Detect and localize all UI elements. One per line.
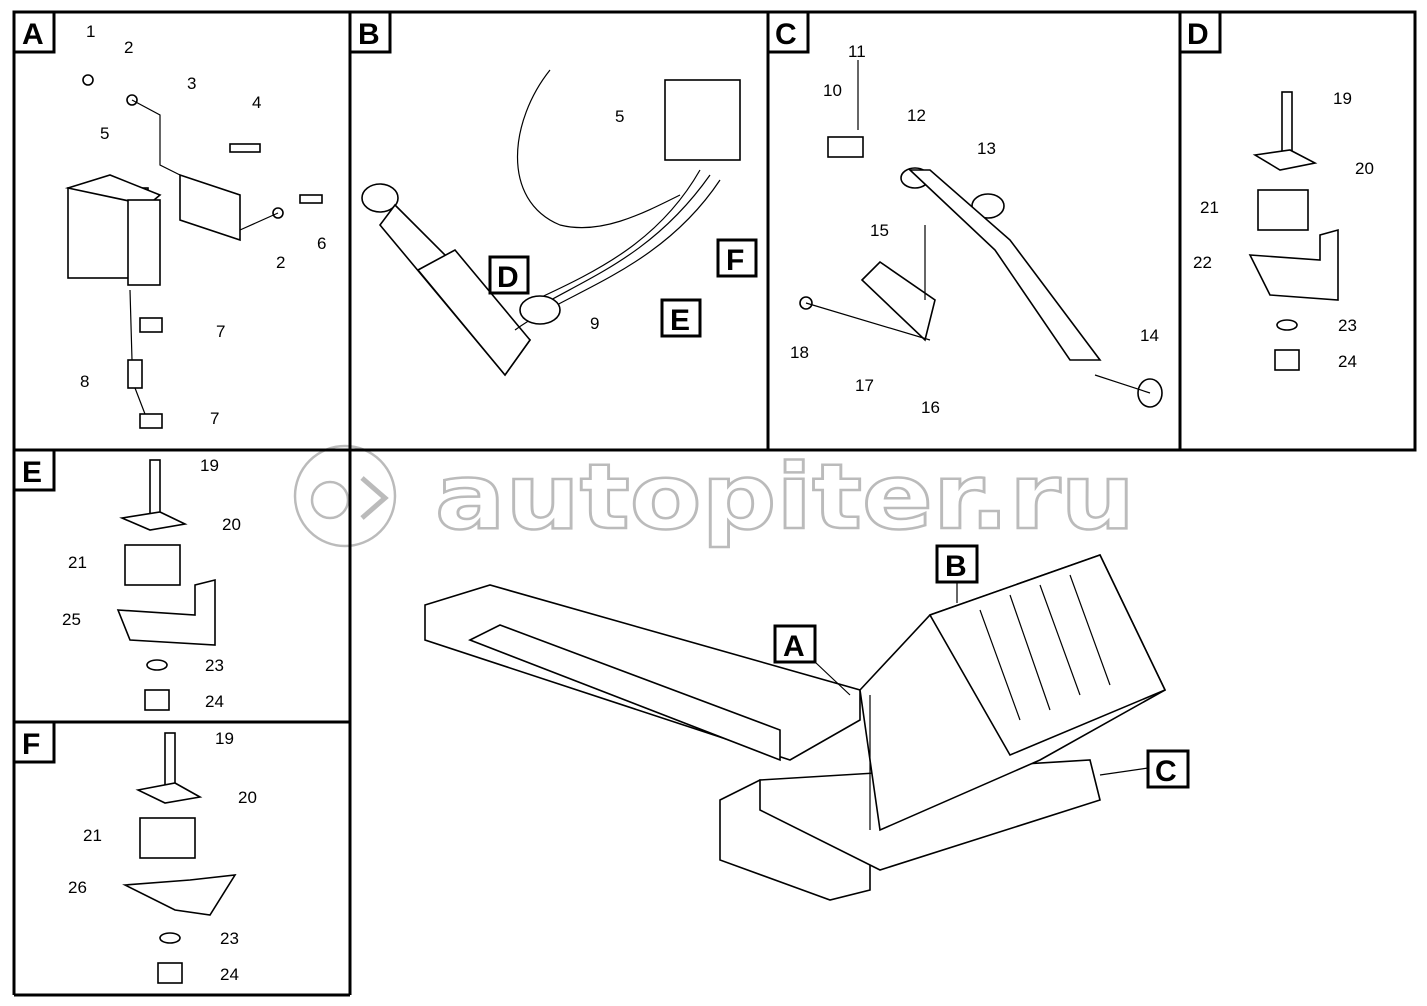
callout-number: 14 — [1140, 326, 1159, 345]
callout-number: 24 — [1338, 352, 1357, 371]
panel-c-drawing — [799, 60, 1163, 408]
callout-number: 1 — [86, 22, 95, 41]
callout-number: 17 — [855, 376, 874, 395]
panel-e-tag: E — [12, 448, 56, 492]
callout-number: 19 — [1333, 89, 1352, 108]
callout-number: 5 — [615, 107, 624, 126]
callout-number: 9 — [590, 314, 599, 333]
panel-e-drawing — [116, 459, 216, 711]
ref-tag-d: D — [488, 255, 530, 295]
callout-number: 20 — [1355, 159, 1374, 178]
reference-letter: F — [726, 244, 744, 277]
callout-number: 4 — [252, 93, 261, 112]
reference-letter: B — [358, 18, 380, 51]
callout-number: 21 — [1200, 198, 1219, 217]
callout-number: 12 — [907, 106, 926, 125]
callout-number: 8 — [80, 372, 89, 391]
callout-number: 7 — [216, 322, 225, 341]
reference-letter: C — [775, 18, 797, 51]
callout-number: 11 — [848, 42, 866, 61]
reference-letter: E — [670, 304, 690, 337]
panel-c-tag: C — [766, 10, 810, 54]
watermark-text: autopiter.ru — [435, 445, 1135, 550]
callout-number: 23 — [220, 929, 239, 948]
callout-number: 26 — [68, 878, 87, 897]
panel-a-tag: A — [12, 10, 56, 54]
reference-letter: B — [945, 550, 967, 583]
panel-frames — [12, 10, 1417, 997]
overview-ref-b: B — [935, 544, 979, 584]
callout-number: 19 — [200, 456, 219, 475]
callout-number: 2 — [276, 253, 285, 272]
reference-letter: F — [22, 728, 40, 761]
reference-letter: A — [783, 630, 805, 663]
panel-f-tag: F — [12, 720, 56, 764]
callout-number: 25 — [62, 610, 81, 629]
ref-tag-f: F — [716, 238, 758, 278]
watermark-logo-icon — [293, 444, 397, 548]
overview-ref-c: C — [1146, 749, 1190, 789]
callout-number: 24 — [220, 965, 239, 984]
panel-b-drawing — [361, 69, 741, 377]
overview-ref-a: A — [773, 624, 817, 664]
callout-number: 19 — [215, 729, 234, 748]
callout-number: 2 — [124, 38, 133, 57]
callout-number: 10 — [823, 81, 842, 100]
callout-number: 22 — [1193, 253, 1212, 272]
reference-letter: C — [1155, 755, 1177, 788]
reference-letter: E — [22, 456, 42, 489]
panel-d-drawing — [1248, 91, 1339, 371]
callout-number: 6 — [317, 234, 326, 253]
callout-number: 18 — [790, 343, 809, 362]
callout-number: 21 — [83, 826, 102, 845]
callout-number: 24 — [205, 692, 224, 711]
callout-number: 23 — [1338, 316, 1357, 335]
callout-number: 7 — [210, 409, 219, 428]
callout-number: 15 — [870, 221, 889, 240]
panel-b-tag: B — [348, 10, 392, 54]
panel-a-drawing — [64, 74, 323, 429]
panel-f-drawing — [122, 732, 237, 984]
callout-number: 16 — [921, 398, 940, 417]
callout-number: 20 — [238, 788, 257, 807]
reference-letter: D — [497, 261, 519, 294]
chassis-overview-drawing — [424, 554, 1167, 901]
watermark: autopiter.ru — [293, 444, 1136, 551]
reference-letter: D — [1187, 18, 1209, 51]
callout-number: 13 — [977, 139, 996, 158]
callout-number: 3 — [187, 74, 196, 93]
ref-tag-e: E — [660, 298, 702, 338]
panel-d-tag: D — [1178, 10, 1222, 54]
callout-number: 5 — [100, 124, 109, 143]
callout-number: 21 — [68, 553, 87, 572]
callout-number: 23 — [205, 656, 224, 675]
callout-number: 20 — [222, 515, 241, 534]
reference-letter: A — [22, 18, 44, 51]
